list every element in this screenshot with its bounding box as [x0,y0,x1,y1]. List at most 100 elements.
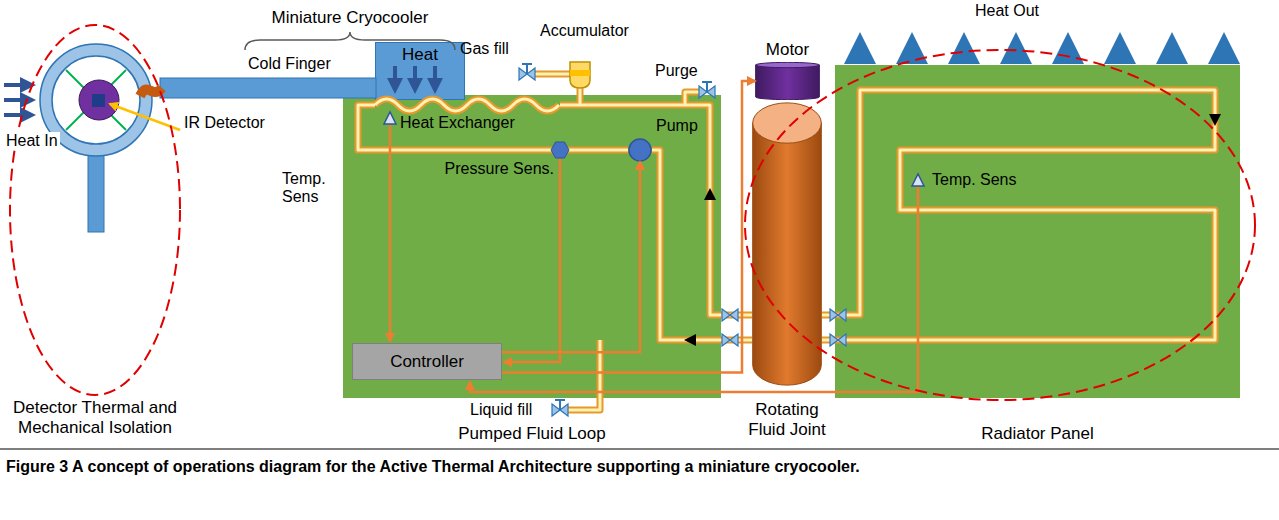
ir-leader [110,104,180,130]
node-label: Controller [390,352,464,372]
detector-mount [66,70,126,130]
detector-mount [79,80,119,120]
part-label: Pressure Sens. [444,160,554,178]
heat-out-arrows [1066,40,1070,62]
part-label: Heat Out [975,2,1065,20]
loop-panel: Pumped Fluid LoopControllerPump [343,95,721,398]
valves [522,64,532,74]
accumulator [570,70,590,76]
part-label: Accumulator [540,22,640,40]
node-label: Radiator Panel [928,424,1148,444]
temp-sensor [384,112,396,124]
heat-out-arrows [910,40,914,62]
motor-cylinder: Motor [755,62,820,100]
valves [722,334,738,346]
fluid-pipes [535,74,700,410]
signal-wires [504,159,560,362]
fluid-pipes [358,74,1215,410]
heat-in-arrows [4,85,32,115]
fluid-pipes [822,90,1215,340]
detector-mount [108,112,126,130]
signal-wires [389,125,392,341]
valves [519,68,535,80]
accumulator [570,62,590,88]
isolation-boundary [10,25,1255,400]
detector-mount [92,94,105,107]
part-label: Heat Exchanger [400,114,530,132]
valves [722,309,738,321]
cold-finger [160,78,376,98]
heat-in-arrows [4,83,32,87]
part-label: Cold Finger [248,55,348,73]
heat-arrows [393,66,397,90]
cold-finger [140,78,376,98]
valves [699,86,715,98]
cylinder-shape [752,100,822,388]
fluid-pipes [535,74,700,410]
pressure-sensor [551,142,569,158]
heat-out-arrows [860,40,1224,62]
part-label: Miniature Cryocooler [250,8,450,28]
flow-direction [1209,114,1221,126]
valves [552,404,568,416]
figure-caption: Figure 3 A concept of operations diagram… [6,455,1266,479]
detector-mount [66,70,84,88]
controller-box: Controller [352,343,502,380]
accumulator [570,62,590,88]
flow-direction [704,188,716,200]
heat-arrows [413,66,417,90]
detector-mount [46,50,146,150]
part-label: Purge [655,62,705,80]
pump-circle: Pump [628,138,652,162]
temp-sensor [912,174,924,186]
heat-arrows [395,66,435,90]
fluid-pipes [560,105,752,315]
signal-connector [502,162,640,352]
cryocooler-bracket [245,32,455,50]
signal-wires [390,125,918,392]
fluid-pipes [358,105,752,340]
node-label: Pumped Fluid Loop [422,424,642,444]
part-label: Heat In [4,132,60,150]
radiator-panel: Radiator Panel [835,65,1240,398]
heat-out-arrows [858,40,862,62]
node-label: Rotating Fluid Joint [742,400,832,439]
isolation-boundary [745,50,1255,400]
caption-rule [0,449,1279,450]
valves [830,309,846,321]
detector-mount [108,70,126,88]
fluid-pipes [375,99,559,111]
fluid-pipes [375,99,559,111]
detector-mount [88,150,104,232]
detector-mount [66,112,84,130]
part-label: IR Detector [182,114,267,132]
valves [555,400,565,410]
fluid-pipes [358,74,1215,410]
heat-out-arrows [962,40,966,62]
fluid-pipes [822,90,1215,340]
valves [519,64,846,416]
part-label: Detector Thermal and Mechanical Isolatio… [0,398,190,437]
heat-in-arrows [4,113,32,117]
part-label: Gas fill [460,40,520,58]
pump-shape [628,138,652,162]
cold-finger [140,88,162,96]
node-label: Heat [376,43,464,65]
heat-out-arrows [1118,40,1122,62]
flow-direction [684,114,1221,346]
isolation-boundary [10,25,180,395]
detector-mount [52,56,140,144]
node-label: Pump [656,117,706,135]
part-label: Temp. Sens [282,170,338,207]
part-label: Liquid fill [470,401,545,419]
heat-in-arrows [4,98,32,102]
heat-out-arrows [1170,40,1174,62]
rotating-joint: Rotating Fluid Joint [752,100,822,388]
fluid-pipes [560,105,752,315]
fluid-pipes [358,74,1215,410]
valves [702,82,712,92]
flow-direction [684,334,696,346]
cryocooler-box: Heat [375,42,465,100]
fluid-pipes [358,105,752,340]
heat-out-arrows [1222,40,1226,62]
